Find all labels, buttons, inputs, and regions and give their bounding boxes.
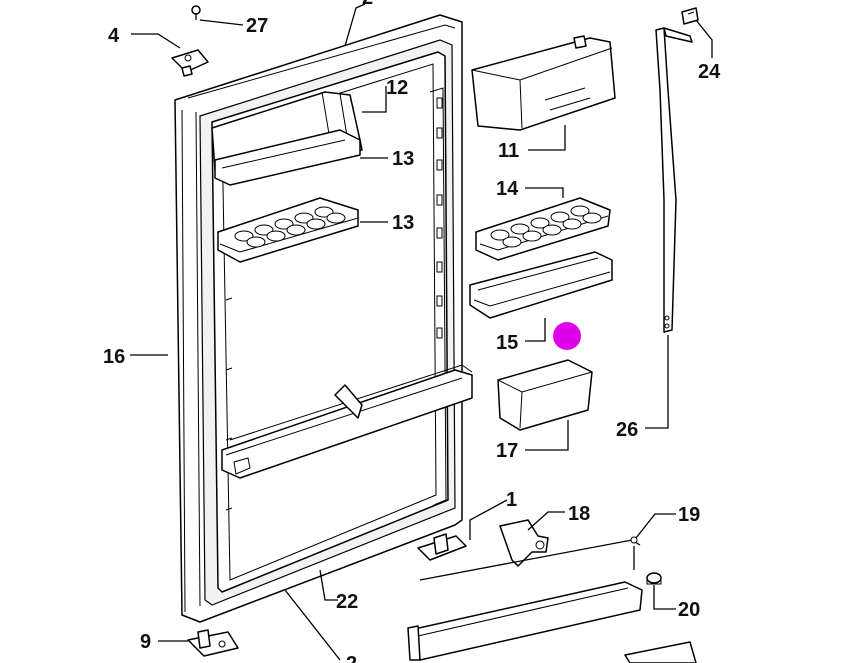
callout-2-bottom: 2	[346, 653, 357, 663]
callout-15: 15	[496, 332, 518, 354]
leader-lines	[130, 3, 713, 661]
part-18-bracket	[499, 519, 549, 567]
callout-14: 14	[496, 178, 519, 200]
part-15-tray	[469, 251, 613, 319]
egg-holes-door	[234, 206, 346, 248]
callout-24: 24	[698, 61, 721, 83]
part-11-bin	[471, 35, 616, 131]
callout-19: 19	[678, 504, 700, 526]
callout-16: 16	[103, 346, 125, 368]
part-20-plug	[646, 572, 662, 585]
callout-17: 17	[496, 440, 518, 462]
callout-11: 11	[498, 140, 519, 162]
door-bottle-bin	[221, 364, 473, 479]
callout-4: 4	[108, 25, 120, 47]
screw-27	[191, 5, 201, 20]
rail-slots	[436, 97, 443, 339]
callout-26: 26	[616, 419, 638, 441]
part-17-bin	[497, 359, 593, 431]
callout-9: 9	[140, 631, 151, 653]
callout-13-upper: 13	[392, 148, 414, 170]
part-14-egg-tray	[475, 197, 611, 261]
callout-12: 12	[386, 77, 408, 99]
callout-labels: 2 27 4 24 12 13 13 11 14 16 15 26 17 1 1…	[103, 0, 721, 663]
egg-holes-14	[490, 205, 602, 248]
callout-20: 20	[678, 599, 700, 621]
callout-18: 18	[568, 503, 590, 525]
part-26-rod	[655, 27, 693, 333]
part-24-hinge	[681, 7, 699, 25]
callout-2-top: 2	[362, 0, 373, 9]
callout-22: 22	[336, 591, 358, 613]
top-shelf-cover	[211, 91, 363, 186]
callout-1: 1	[506, 489, 517, 511]
part-1-hinge	[417, 533, 467, 561]
callout-27: 27	[246, 15, 268, 37]
bottom-corner-part	[624, 641, 697, 663]
highlight-marker	[553, 322, 581, 350]
part-19-wire	[419, 536, 641, 581]
part-9-hinge	[187, 629, 239, 657]
callout-13-lower: 13	[392, 212, 414, 234]
door-egg-shelf	[217, 197, 359, 263]
bottom-shelf	[407, 581, 643, 661]
hinge-bracket-4	[171, 49, 209, 77]
